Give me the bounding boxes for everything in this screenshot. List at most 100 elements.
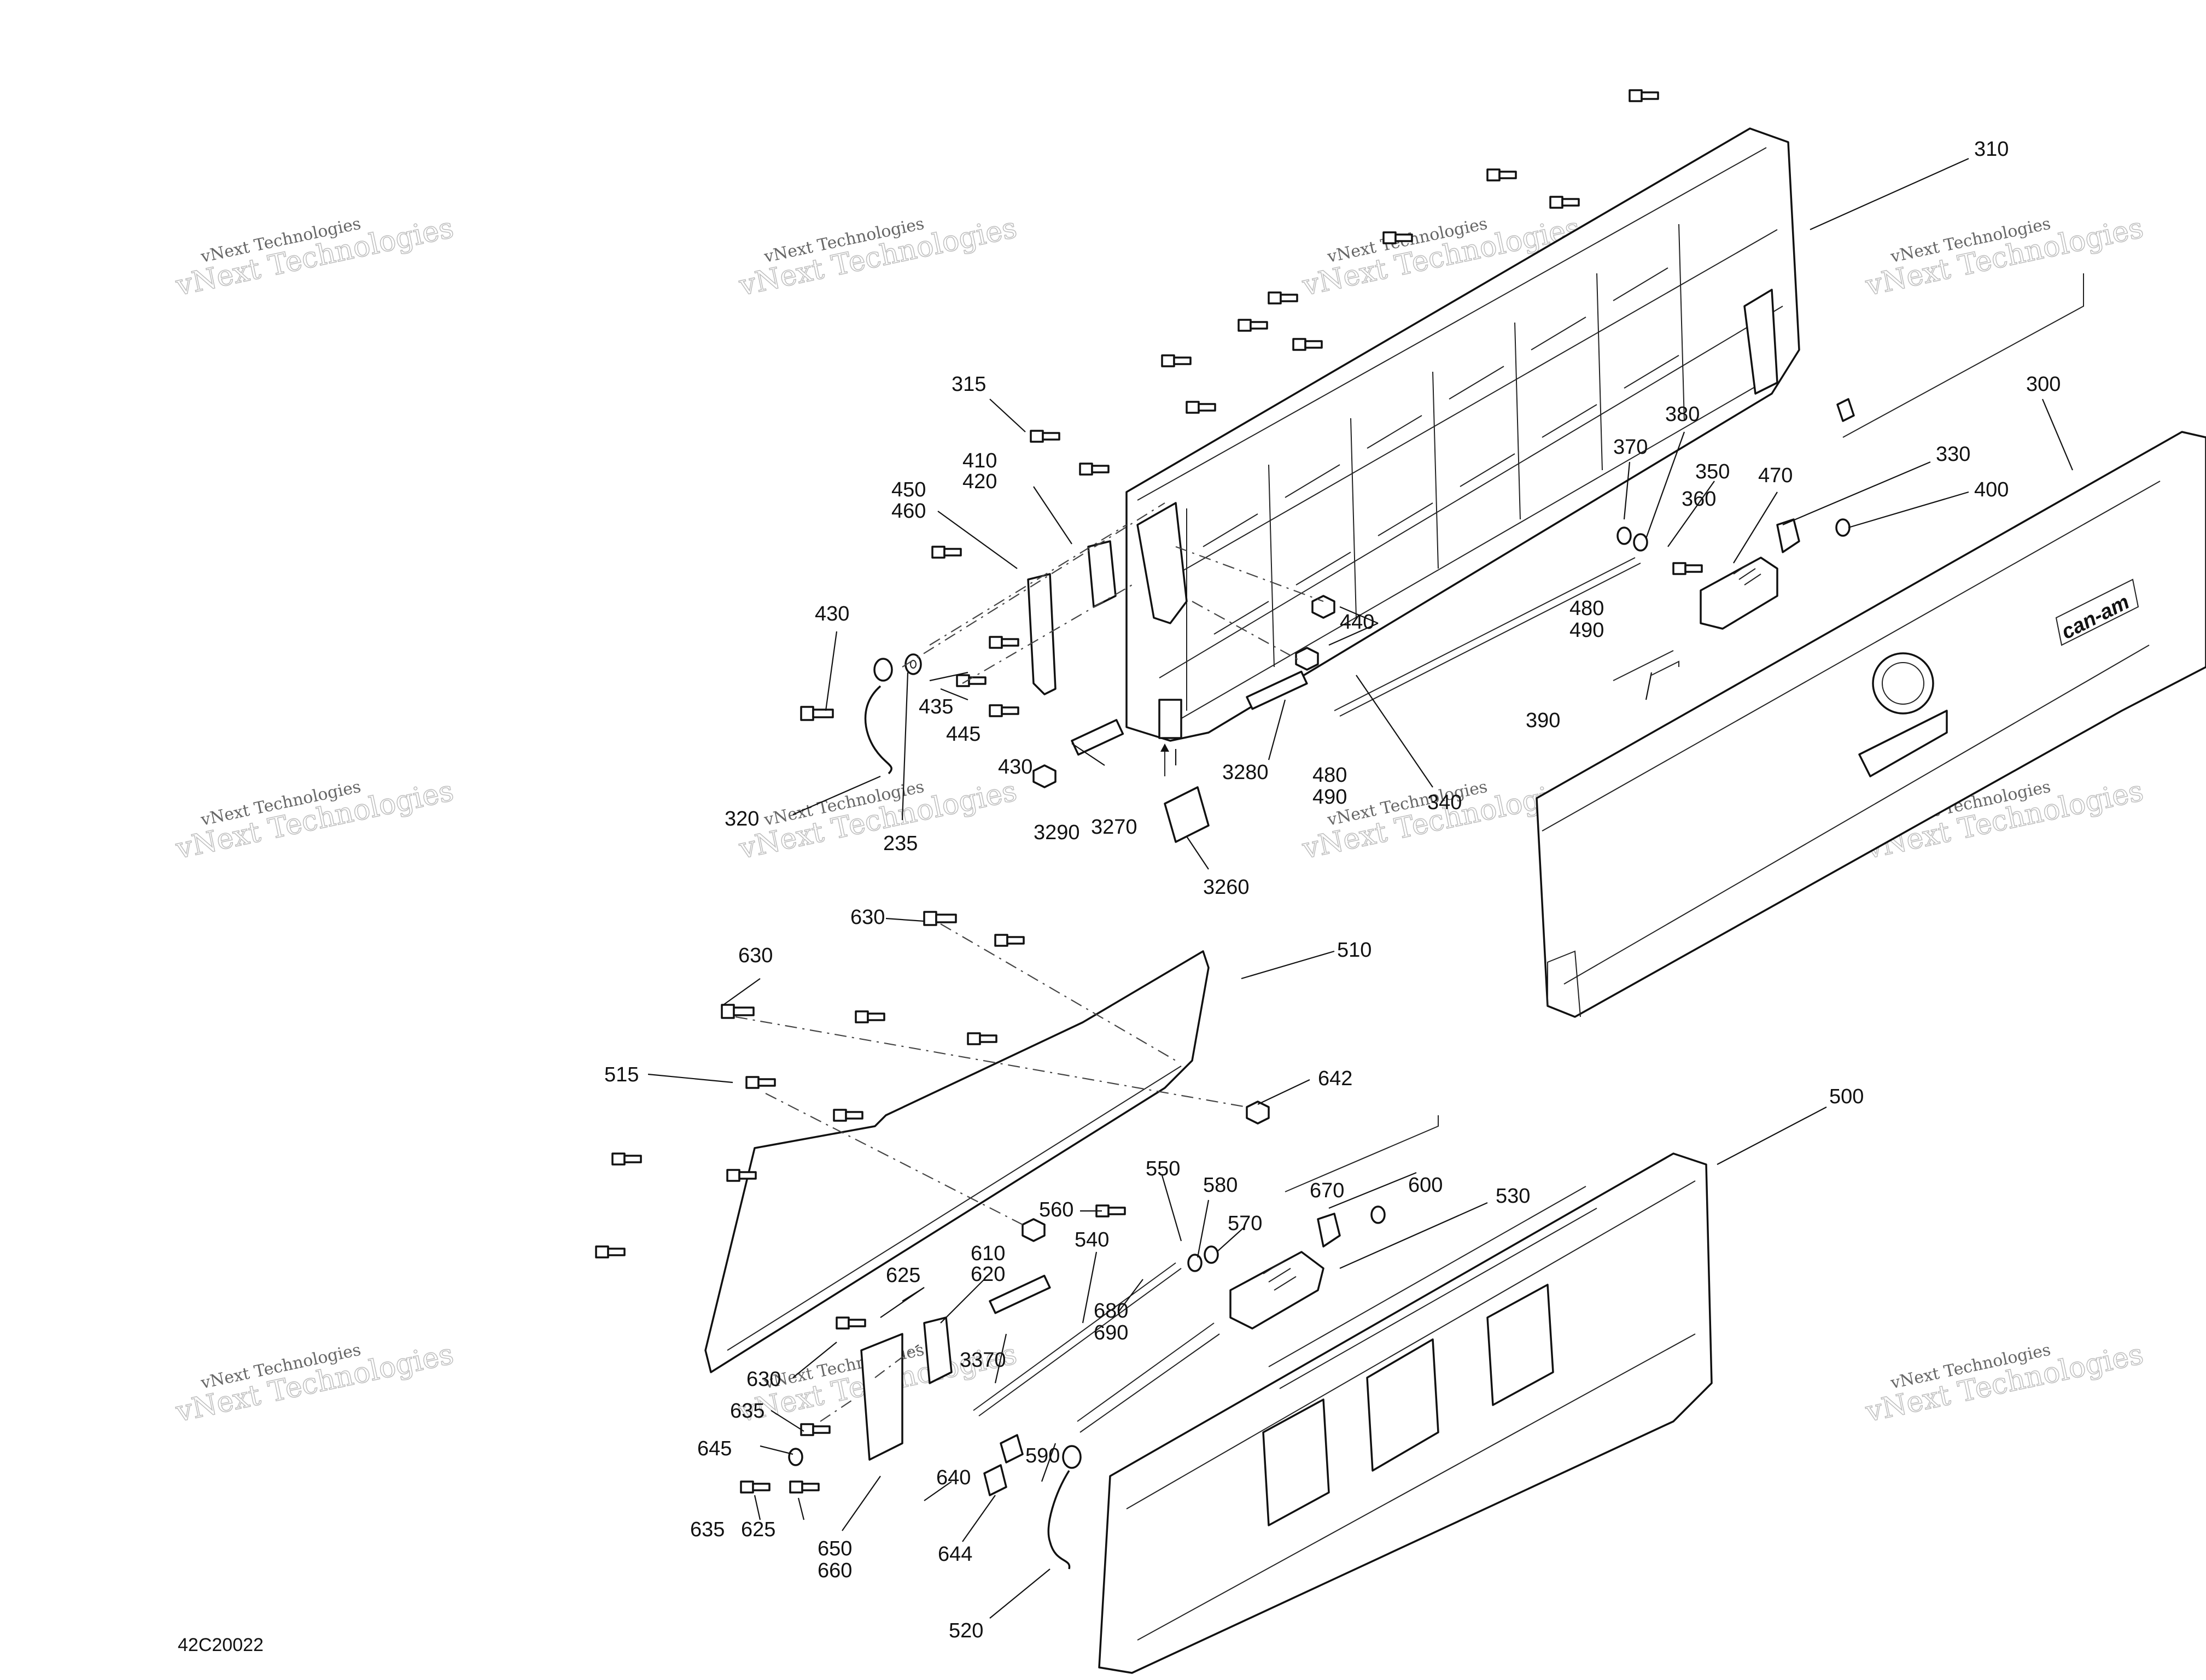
bolt-icon (833, 1109, 863, 1122)
callout-644: 644 (938, 1543, 972, 1566)
callout-3270: 3270 (1091, 816, 1137, 839)
washer-icon (1835, 518, 1851, 537)
callout-510: 510 (1337, 939, 1372, 962)
callout-320: 320 (725, 807, 759, 830)
callout-690: 690 (1094, 1321, 1128, 1344)
bolt-icon (740, 1480, 771, 1494)
callout-620: 620 (971, 1263, 1005, 1286)
bolt-icon (1672, 562, 1703, 575)
bolt-icon (611, 1152, 642, 1166)
callout-635-b: 635 (690, 1518, 725, 1541)
arrow-up-icon (1160, 744, 1169, 776)
callout-445: 445 (946, 723, 981, 746)
callout-430-b: 430 (998, 756, 1032, 778)
washer-icon (1616, 526, 1632, 545)
inner-panel-plate (704, 950, 1210, 1373)
tailgate-inner-frame (1125, 127, 1800, 742)
callout-490: 490 (1569, 619, 1604, 642)
callout-3370: 3370 (960, 1349, 1006, 1372)
bolt-icon (745, 1076, 776, 1089)
callout-480: 480 (1569, 597, 1604, 620)
callout-540: 540 (1075, 1228, 1109, 1251)
callout-370: 370 (1613, 436, 1648, 459)
bolt-icon (789, 1480, 820, 1494)
callout-480-b: 480 (1312, 764, 1347, 787)
callout-235: 235 (883, 832, 918, 855)
callout-560: 560 (1039, 1198, 1073, 1221)
bolt-icon (595, 1245, 626, 1258)
nut-icon (1022, 1218, 1046, 1242)
callout-625-b: 625 (741, 1518, 775, 1541)
callout-430: 430 (815, 602, 849, 625)
nut-icon (1246, 1101, 1270, 1125)
callout-390: 390 (1526, 709, 1560, 732)
callout-315: 315 (952, 373, 986, 396)
nut-icon (1295, 647, 1319, 671)
bolt-icon (1079, 463, 1110, 476)
callout-440: 440 (1340, 611, 1374, 634)
callout-630-c: 630 (746, 1368, 781, 1391)
washer-icon (1633, 533, 1648, 552)
callout-340: 340 (1427, 791, 1462, 814)
callout-650: 650 (818, 1537, 852, 1560)
washer-icon (788, 1448, 803, 1466)
callout-640: 640 (936, 1466, 971, 1489)
callout-660: 660 (818, 1559, 852, 1582)
bolt-icon (836, 1316, 866, 1330)
bolt-icon (967, 1032, 997, 1045)
callout-635: 635 (730, 1400, 764, 1423)
washer-icon (1187, 1254, 1203, 1272)
callout-600: 600 (1408, 1174, 1443, 1197)
callout-330: 330 (1936, 443, 1970, 466)
bolt-icon (1629, 89, 1659, 102)
callout-310: 310 (1974, 138, 2009, 161)
tailgate-outer-panel: can-am (1536, 431, 2206, 1018)
callout-530: 530 (1496, 1185, 1530, 1208)
bolt-icon (800, 1423, 831, 1436)
bolt-icon (956, 674, 987, 687)
callout-420: 420 (962, 470, 997, 493)
ground-cables (864, 658, 1082, 1570)
callout-470: 470 (1758, 464, 1793, 487)
callout-625: 625 (886, 1264, 920, 1287)
washer-icon (1370, 1205, 1386, 1224)
bolt-icon (1030, 430, 1060, 443)
bolt-icon (1549, 196, 1580, 209)
callout-580: 580 (1203, 1174, 1238, 1197)
bolt-icon (923, 911, 957, 926)
callout-460: 460 (891, 500, 926, 523)
nut-icon (1032, 764, 1057, 788)
callout-630-b: 630 (738, 944, 773, 967)
connector-644 (983, 1464, 1007, 1496)
callout-450: 450 (891, 478, 926, 501)
callout-515: 515 (604, 1063, 639, 1086)
callout-680: 680 (1094, 1299, 1128, 1322)
bolt-icon (1382, 231, 1413, 244)
latch-assemblies (860, 273, 2084, 1496)
tailgate-lower-shell (1098, 1152, 1713, 1674)
callout-630: 630 (850, 906, 885, 929)
bolt-icon (931, 546, 962, 559)
callout-300: 300 (2026, 373, 2061, 396)
bracket-upper (1027, 573, 1057, 695)
latch-block-lower (923, 1316, 953, 1384)
bolt-icon (1186, 401, 1216, 414)
callout-590: 590 (1025, 1444, 1060, 1467)
bolt-icon (1238, 319, 1268, 332)
callout-410: 410 (962, 449, 997, 472)
callout-380: 380 (1665, 403, 1700, 426)
callout-520: 520 (949, 1619, 983, 1642)
callout-642: 642 (1318, 1067, 1352, 1090)
figure-code: 42C20022 (178, 1635, 264, 1655)
callout-435: 435 (919, 695, 953, 718)
callout-670: 670 (1310, 1179, 1344, 1202)
bolt-icon (1268, 291, 1298, 305)
callout-610: 610 (971, 1242, 1005, 1265)
callout-350: 350 (1695, 460, 1730, 483)
callout-500: 500 (1829, 1085, 1864, 1108)
bolt-icon (800, 706, 834, 721)
bolt-icon (721, 1004, 755, 1019)
callout-550: 550 (1146, 1157, 1180, 1180)
bolt-icon (1292, 338, 1323, 351)
callout-3260: 3260 (1203, 876, 1250, 899)
